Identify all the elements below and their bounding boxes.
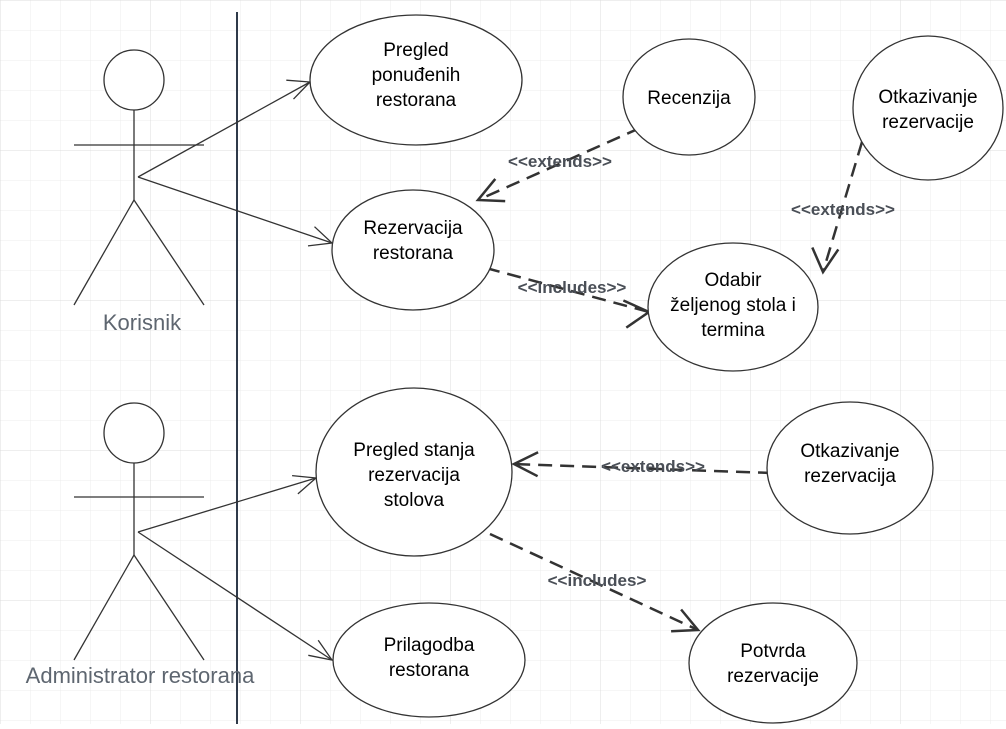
stereotype-labels: <<extends>> <<extends>> <<includes>> <<e…	[508, 152, 895, 590]
use-case-label: stolova	[384, 490, 445, 511]
assoc-korisnik-pregled	[137, 81, 311, 178]
dep-recenzija-rezervacija	[477, 126, 641, 202]
actor-korisnik[interactable]	[73, 49, 205, 306]
assoc-korisnik-rezervacija	[137, 176, 333, 244]
use-case-label: rezervacije	[882, 112, 974, 133]
arrowhead	[511, 451, 539, 478]
use-case-label: restorana	[376, 90, 457, 111]
associations	[137, 79, 334, 661]
arrowhead	[475, 178, 506, 203]
dep-otkazivanje-odabir	[821, 141, 864, 273]
use-case-potvrda[interactable]	[688, 602, 858, 724]
arrowhead	[671, 608, 701, 633]
use-case-recenzija[interactable]	[622, 38, 756, 156]
dep-pregled-potvrda	[489, 532, 699, 632]
dependency-arrowheads	[475, 178, 840, 633]
actor-label-korisnik: Korisnik	[103, 310, 182, 335]
use-case-label: rezervacija	[368, 465, 460, 486]
use-case-label: Otkazivanje	[800, 441, 899, 462]
arrowhead	[811, 246, 840, 275]
dependencies	[477, 126, 864, 632]
assoc-admin-pregled-stanja	[137, 477, 317, 533]
stereotype-label: <<extends>>	[508, 152, 612, 171]
stereotype-label: <<extends>>	[791, 200, 895, 219]
actor-left-leg	[73, 199, 135, 306]
stereotype-label: <<includes>>	[518, 278, 627, 297]
actor-right-leg	[133, 199, 205, 306]
use-cases	[309, 14, 1004, 724]
use-case-label: željenog stola i	[670, 295, 796, 316]
use-case-otkazivanje-1[interactable]	[852, 35, 1004, 181]
use-case-label: rezervacija	[804, 466, 896, 487]
stereotype-label: <<extends>>	[601, 457, 705, 476]
use-case-label: rezervacije	[727, 666, 819, 687]
assoc-admin-prilagodba	[137, 531, 333, 661]
use-case-labels: Pregled ponuđenih restorana Recenzija Ot…	[353, 40, 977, 687]
actor-left-leg	[73, 554, 135, 661]
use-case-prilagodba[interactable]	[332, 602, 526, 718]
use-case-label: Rezervacija	[363, 218, 463, 239]
arrowhead	[308, 639, 334, 661]
use-case-odabir-stola[interactable]	[647, 242, 819, 372]
dep-rezervacija-odabir	[485, 266, 650, 314]
use-case-label: Potvrda	[740, 641, 806, 662]
actor-administrator[interactable]	[73, 402, 205, 661]
use-case-label: restorana	[389, 660, 470, 681]
use-case-label: Pregled	[383, 40, 449, 61]
actor-label-administrator: Administrator restorana	[26, 663, 255, 688]
use-case-label: Odabir	[704, 270, 762, 291]
use-case-label: ponuđenih	[372, 65, 461, 86]
stereotype-label: <<includes>	[548, 571, 647, 590]
use-case-pregled-stanja[interactable]	[315, 387, 513, 557]
use-case-label: termina	[701, 320, 765, 341]
use-case-otkazivanje-2[interactable]	[766, 401, 934, 535]
use-case-label: Otkazivanje	[878, 87, 977, 108]
use-case-label: Prilagodba	[384, 635, 475, 656]
actor-right-leg	[133, 554, 205, 661]
actor-head	[103, 402, 165, 464]
use-case-label: Pregled stanja	[353, 440, 475, 461]
use-case-label: restorana	[373, 243, 454, 264]
use-case-rezervacija-restorana[interactable]	[331, 189, 495, 311]
actor-head	[103, 49, 165, 111]
use-case-label: Recenzija	[647, 88, 731, 109]
use-case-pregled-ponudjenih[interactable]	[309, 14, 523, 146]
